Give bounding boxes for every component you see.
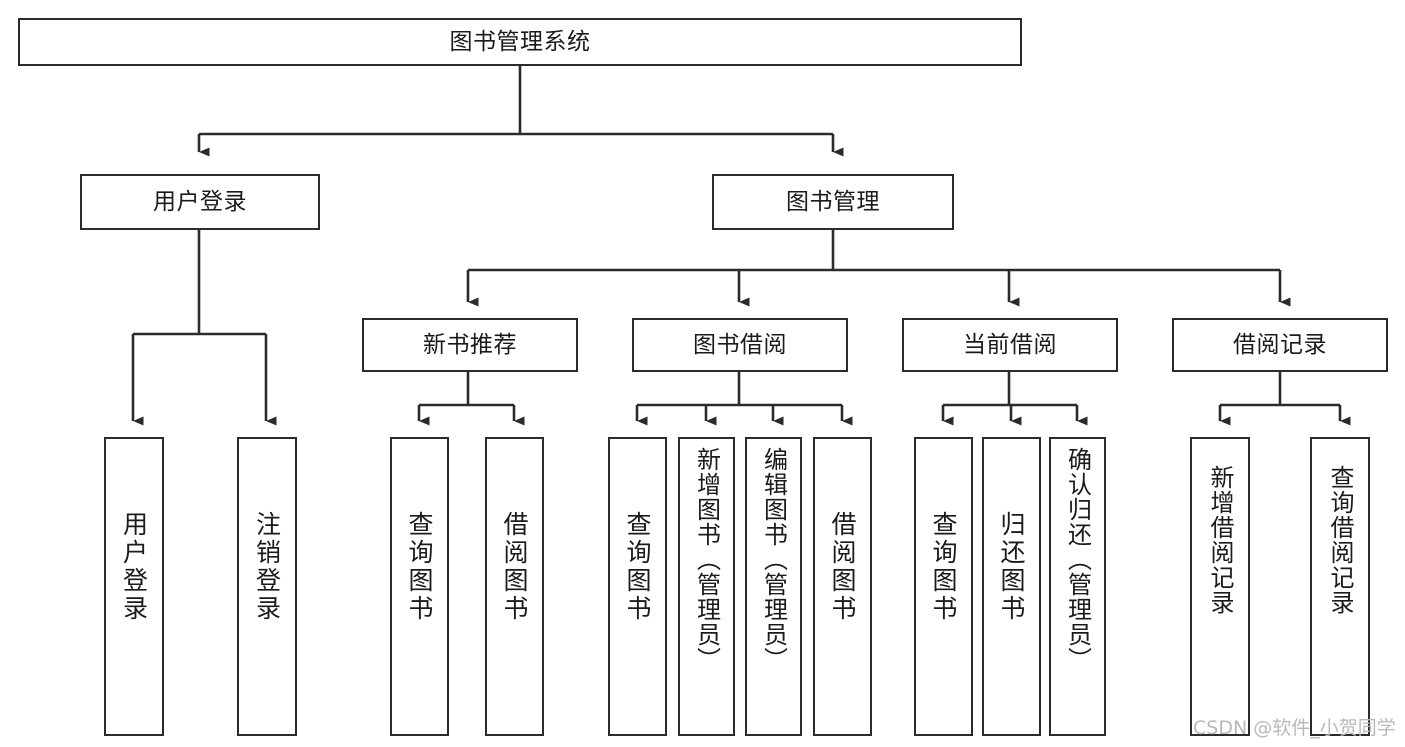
node-leaf-add-record-label: 新增借阅记录: [1206, 465, 1234, 615]
node-user-login-label: 用户登录: [153, 188, 247, 215]
edge-group-current-borrow: [941, 372, 1088, 426]
node-book-manage[interactable]: 图书管理: [712, 174, 954, 230]
edge-group-book-manage: [466, 230, 1291, 307]
node-leaf-query-book-1-label: 查询图书: [405, 511, 434, 623]
node-book-manage-label: 图书管理: [786, 188, 880, 215]
edge-group-root: [197, 66, 844, 157]
node-root[interactable]: 图书管理系统: [18, 18, 1022, 66]
node-leaf-user-logout[interactable]: 注销登录: [237, 437, 297, 736]
node-leaf-borrow-book-1[interactable]: 借阅图书: [485, 437, 544, 736]
node-leaf-borrow-book-2[interactable]: 借阅图书: [813, 437, 872, 736]
node-book-borrow-label: 图书借阅: [693, 331, 787, 358]
node-leaf-user-login[interactable]: 用户登录: [104, 437, 164, 736]
node-leaf-query-record[interactable]: 查询借阅记录: [1310, 437, 1370, 736]
node-root-label: 图书管理系统: [449, 28, 591, 55]
node-leaf-query-record-label: 查询借阅记录: [1326, 465, 1354, 615]
node-borrow-record-label: 借阅记录: [1233, 331, 1327, 358]
node-leaf-add-book[interactable]: 新增图书（管理员）: [678, 437, 735, 736]
node-leaf-query-book-3[interactable]: 查询图书: [914, 437, 973, 736]
node-leaf-user-logout-label: 注销登录: [252, 511, 282, 623]
node-leaf-confirm-return[interactable]: 确认归还（管理员）: [1049, 437, 1106, 736]
node-leaf-return-book[interactable]: 归还图书: [982, 437, 1041, 736]
node-leaf-query-book-2-label: 查询图书: [623, 511, 652, 623]
node-leaf-add-book-label: 新增图书（管理员）: [692, 447, 721, 672]
node-leaf-query-book-3-label: 查询图书: [929, 511, 958, 623]
node-leaf-query-book-2[interactable]: 查询图书: [608, 437, 667, 736]
node-new-book-recommend-label: 新书推荐: [423, 331, 517, 358]
node-user-login[interactable]: 用户登录: [80, 174, 320, 230]
node-new-book-recommend[interactable]: 新书推荐: [362, 318, 578, 372]
node-current-borrow-label: 当前借阅: [963, 331, 1057, 358]
edge-group-new-book-recommend: [417, 372, 525, 426]
node-current-borrow[interactable]: 当前借阅: [902, 318, 1118, 372]
node-leaf-query-book-1[interactable]: 查询图书: [390, 437, 449, 736]
node-leaf-add-record[interactable]: 新增借阅记录: [1190, 437, 1250, 736]
node-leaf-user-login-label: 用户登录: [119, 511, 149, 623]
node-leaf-return-book-label: 归还图书: [997, 511, 1026, 623]
node-leaf-borrow-book-1-label: 借阅图书: [500, 511, 529, 623]
node-leaf-borrow-book-2-label: 借阅图书: [828, 511, 857, 623]
node-leaf-confirm-return-label: 确认归还（管理员）: [1063, 447, 1092, 672]
node-borrow-record[interactable]: 借阅记录: [1172, 318, 1388, 372]
edge-group-borrow-record: [1218, 372, 1351, 426]
edge-group-user-login: [131, 230, 277, 426]
node-leaf-edit-book-label: 编辑图书（管理员）: [759, 447, 788, 672]
watermark-text: CSDN @软件_小贺同学: [1193, 717, 1396, 739]
node-leaf-edit-book[interactable]: 编辑图书（管理员）: [745, 437, 802, 736]
edge-group-book-borrow: [635, 372, 853, 426]
node-book-borrow[interactable]: 图书借阅: [632, 318, 848, 372]
